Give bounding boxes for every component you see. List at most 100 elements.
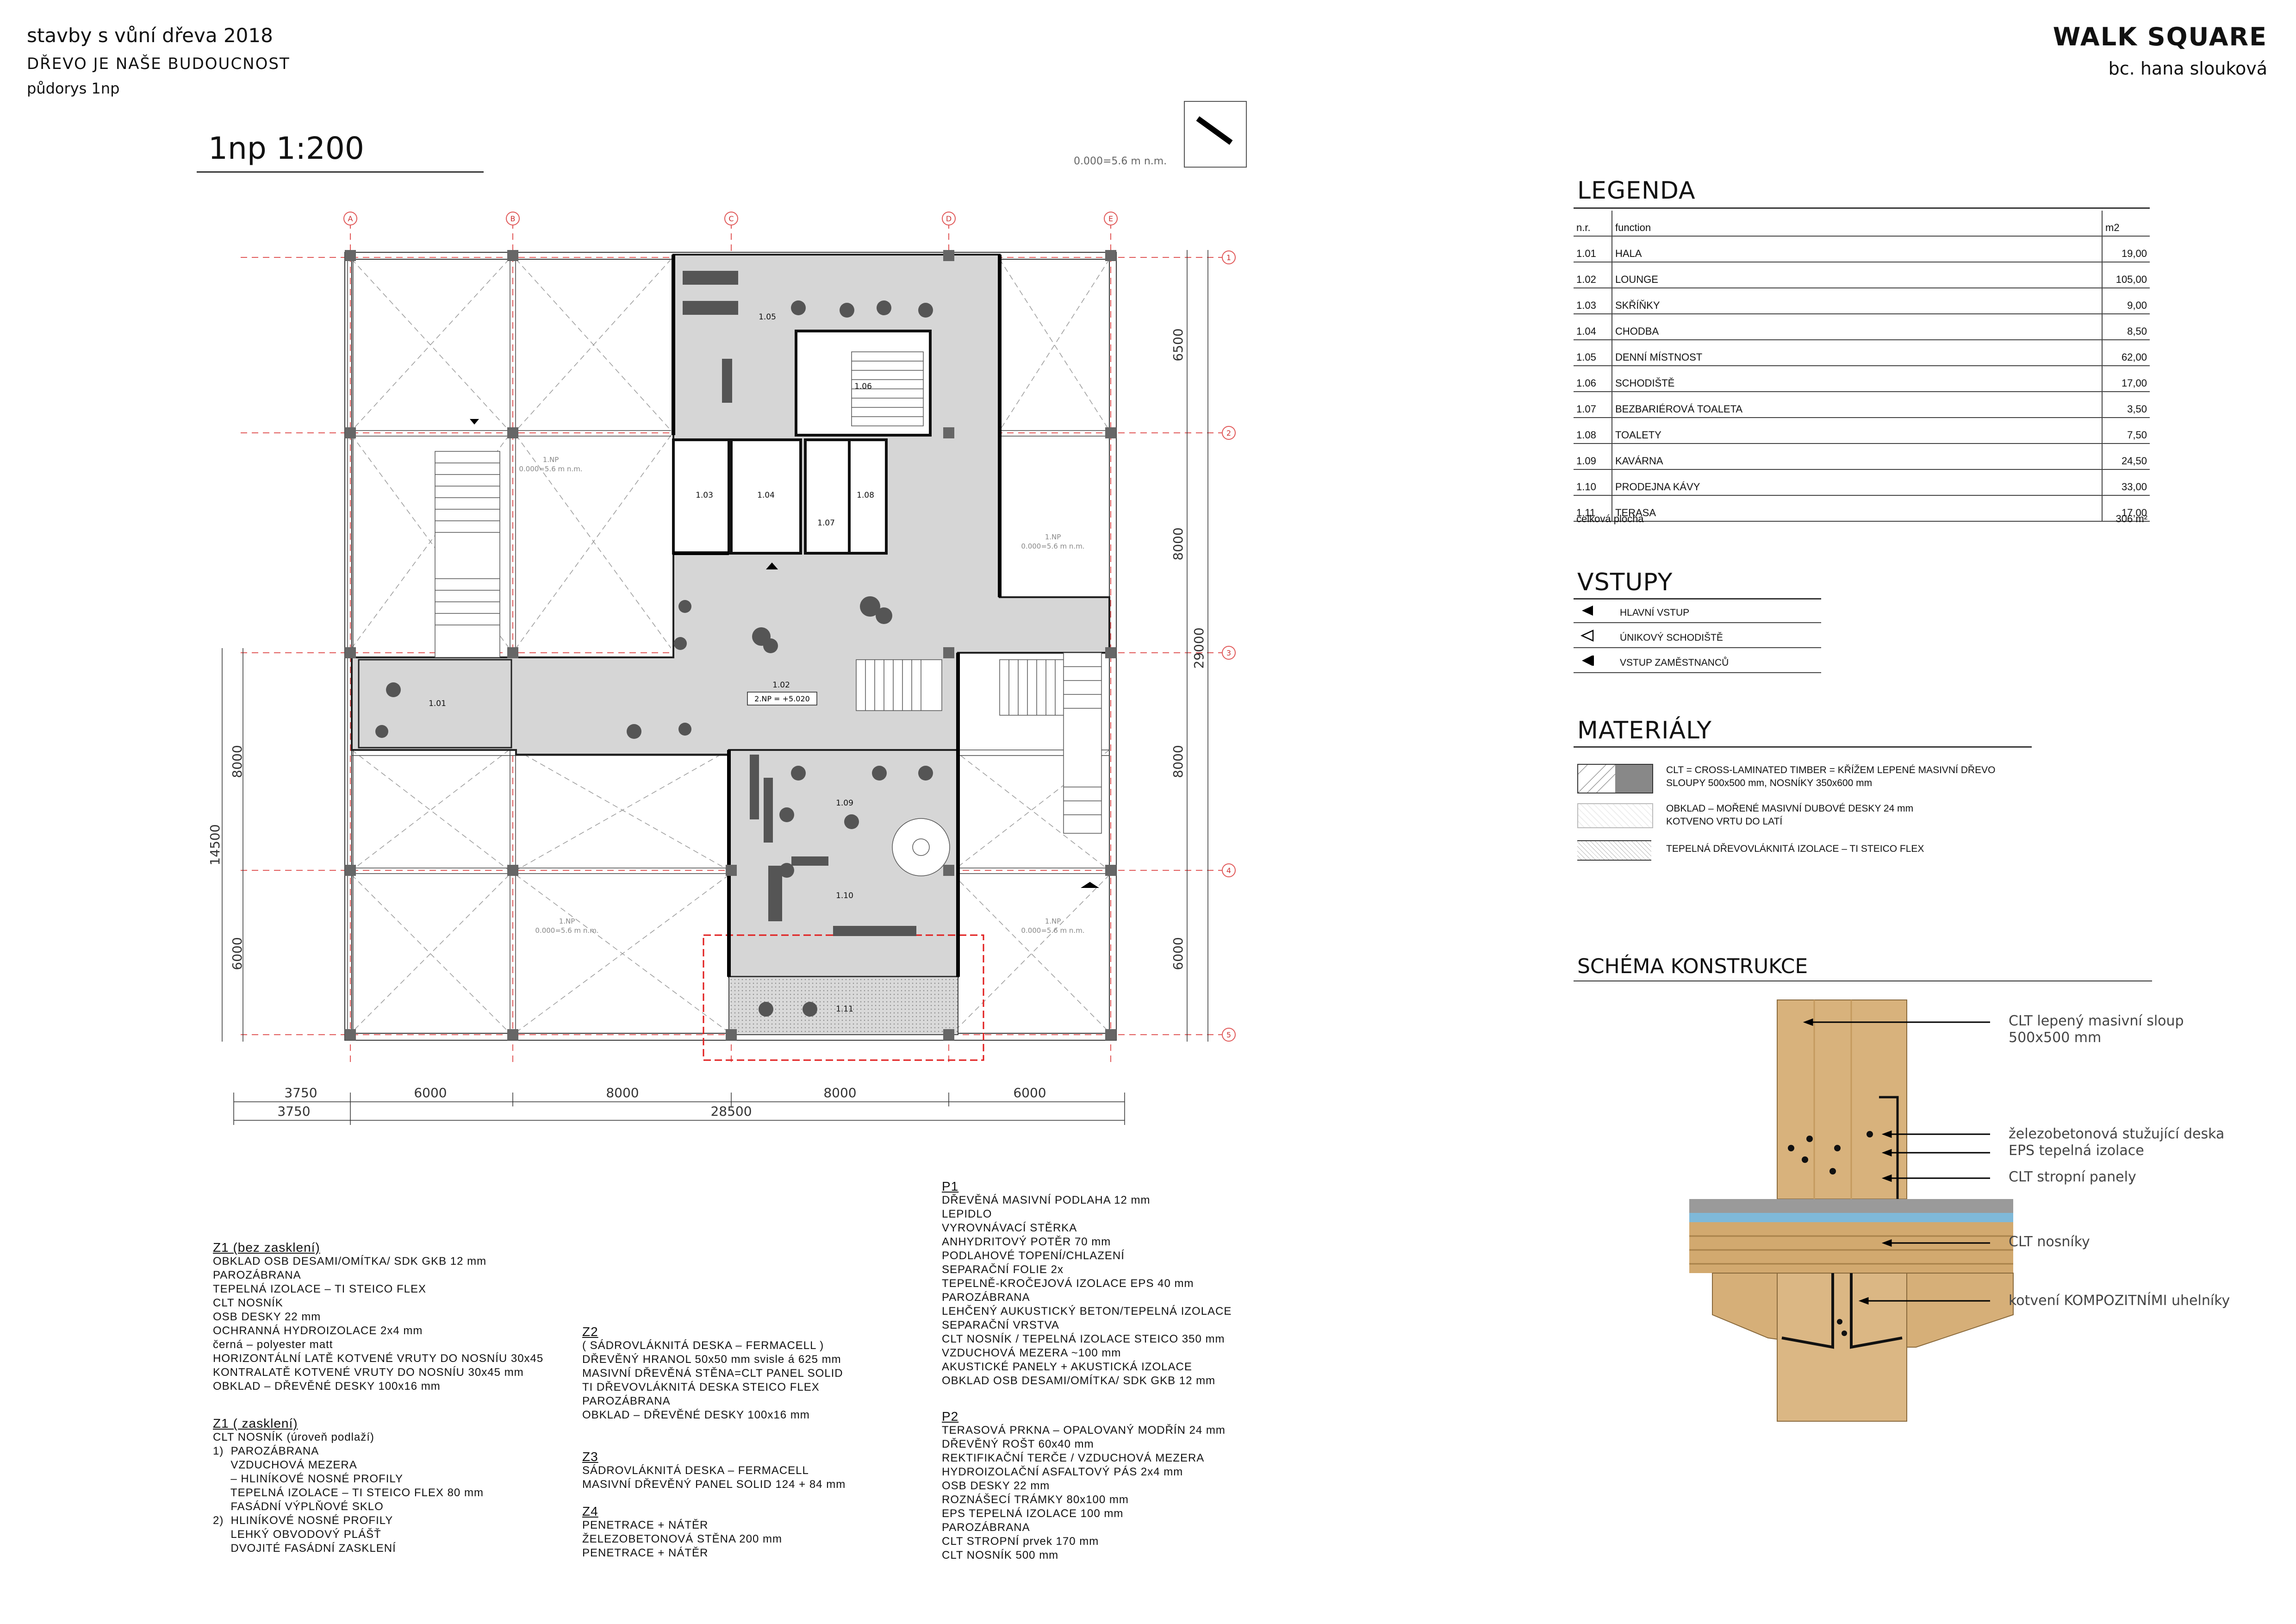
vstupy-item: VSTUP ZAMĚSTNANCŮ [1574, 648, 1821, 673]
dim-right-4: 6000 [1170, 937, 1186, 970]
furniture [375, 271, 933, 1017]
np-label-c: 1.NP [559, 917, 575, 925]
legenda-rule [1574, 207, 2150, 209]
material-insulation-swatch [1577, 840, 1651, 861]
dim-right-2: 8000 [1170, 527, 1186, 560]
room-label-1-05: 1.05 [759, 312, 776, 322]
legenda-total-label: celková plocha [1576, 513, 1644, 525]
dim-left-2: 6000 [230, 937, 245, 970]
np-label-b: 1.NP [1045, 533, 1061, 541]
room-label-1-08: 1.08 [857, 491, 874, 500]
concrete-slab [1689, 1199, 2013, 1213]
header-line1: stavby s vůní dřeva 2018 [27, 24, 273, 47]
author: bc. hana slouková [2108, 58, 2267, 79]
dim-left-1: 8000 [230, 745, 245, 778]
eps-layer [1689, 1213, 2013, 1222]
composition-z2: Z2 ( SÁDROVLÁKNITÁ DESKA – FERMACELL )DŘ… [582, 1324, 843, 1422]
entrance-markers [470, 419, 1099, 888]
staff-entrance-icon [1582, 656, 1594, 666]
materialy-rule [1574, 746, 2032, 748]
np-level-b: 0.000=5.6 m n.m. [1021, 542, 1084, 550]
material-clt-swatch [1577, 764, 1653, 793]
np-label-d: 1.NP [1045, 917, 1061, 925]
dim-bottom-1: 3750 [284, 1085, 317, 1100]
stairs [435, 351, 1102, 876]
vstupy-item: ÚNIKOVÝ SCHODIŠTĚ [1574, 623, 1821, 648]
legenda-head-function: function [1612, 211, 2103, 237]
vstupy-title: VSTUPY [1577, 568, 1673, 596]
legenda-head-nr: n.r. [1574, 211, 1612, 237]
material-cladding-line1: OBKLAD – MOŘENÉ MASIVNÍ DUBOVÉ DESKY 24 … [1666, 803, 1914, 814]
axis-label-e: E [1108, 214, 1113, 223]
plan-title: 1np 1:200 [208, 131, 364, 166]
project-title: WALK SQUARE [2053, 22, 2267, 51]
axis-label-2: 2 [1226, 429, 1231, 437]
room-label-1-01: 1.01 [429, 699, 446, 708]
clt-column-upper [1777, 999, 1907, 1199]
axis-bubbles [343, 212, 1236, 1042]
north-arrow-line [1196, 116, 1233, 145]
upper-level-box [747, 692, 817, 706]
columns [345, 250, 1116, 1040]
room-label-1-06: 1.06 [854, 382, 872, 391]
axis-label-5: 5 [1226, 1031, 1231, 1039]
dim-right-total: 29000 [1191, 627, 1207, 668]
dim-right-1: 6500 [1170, 328, 1186, 361]
schema-label-panels: CLT stropní panely [2009, 1169, 2136, 1185]
axis-label-3: 3 [1226, 649, 1231, 657]
main-entrance-icon [1582, 606, 1593, 616]
axis-label-1: 1 [1226, 253, 1231, 262]
dim-left-total: 14500 [207, 824, 223, 865]
vstupy-rule [1574, 598, 1821, 600]
legenda-header-row: n.r. function m2 [1574, 211, 2150, 237]
axis-label-d: D [946, 214, 952, 223]
schema-drawing [1689, 999, 2014, 1422]
legenda-head-m2: m2 [2102, 211, 2150, 237]
dim-bottom-2: 6000 [414, 1085, 447, 1100]
axis-label-4: 4 [1226, 866, 1231, 875]
room-label-1-10: 1.10 [836, 891, 853, 900]
schema-label-beams: CLT nosníky [2009, 1234, 2090, 1250]
header-line3: půdorys 1np [27, 80, 120, 97]
room-label-1-04: 1.04 [757, 491, 775, 500]
materialy-title: MATERIÁLY [1577, 717, 1712, 744]
dim-bottom-3: 8000 [606, 1085, 639, 1100]
header-line2: DŘEVO JE NAŠE BUDOUCNOST [27, 55, 290, 73]
schema-title: SCHÉMA KONSTRUKCE [1577, 955, 1808, 978]
dim-bottom-4: 8000 [823, 1085, 856, 1100]
dim-right-3: 8000 [1170, 745, 1186, 778]
dim-bottom-low-1: 3750 [277, 1104, 310, 1119]
material-cladding-line2: KOTVENO VRTU DO LATÍ [1666, 816, 1783, 827]
dim-bottom-total: 28500 [710, 1104, 752, 1119]
walls [672, 255, 1002, 977]
material-clt-line1: CLT = CROSS-LAMINATED TIMBER = KŘÍŽEM LE… [1666, 765, 1996, 775]
room-label-1-03: 1.03 [696, 491, 713, 500]
escape-stair-icon [1580, 630, 1594, 642]
legenda-title: LEGENDA [1577, 177, 1696, 205]
composition-z1a: Z1 (bez zasklení) OBKLAD OSB DESAMI/OMÍT… [213, 1240, 544, 1393]
np-level-c: 0.000=5.6 m n.m. [535, 926, 598, 935]
schema-label-anchors: kotvení KOMPOZITNÍMI uhelníky [2009, 1293, 2230, 1309]
clt-column-lower [1777, 1273, 1907, 1422]
schema-leaders [1803, 1018, 1990, 1305]
dimension-lines [222, 250, 1208, 1125]
clt-ceiling-panels [1689, 1222, 2013, 1273]
axis-label-c: C [728, 214, 734, 223]
vstupy-list: HLAVNÍ VSTUP ÚNIKOVÝ SCHODIŠTĚ VSTUP ZAM… [1574, 598, 1821, 673]
axis-label-b: B [510, 214, 516, 223]
